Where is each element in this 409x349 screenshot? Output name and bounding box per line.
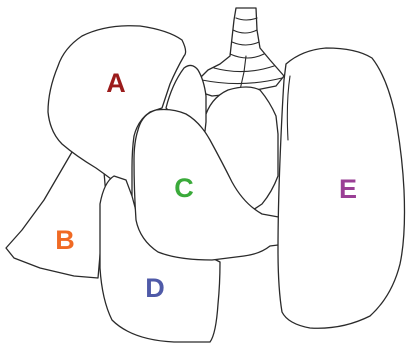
trachea (196, 8, 284, 96)
label-b: B (55, 225, 75, 255)
label-e: E (339, 174, 357, 204)
label-c: C (174, 173, 194, 203)
lobe-b (6, 152, 106, 278)
label-a: A (106, 68, 126, 98)
label-d: D (145, 273, 165, 303)
